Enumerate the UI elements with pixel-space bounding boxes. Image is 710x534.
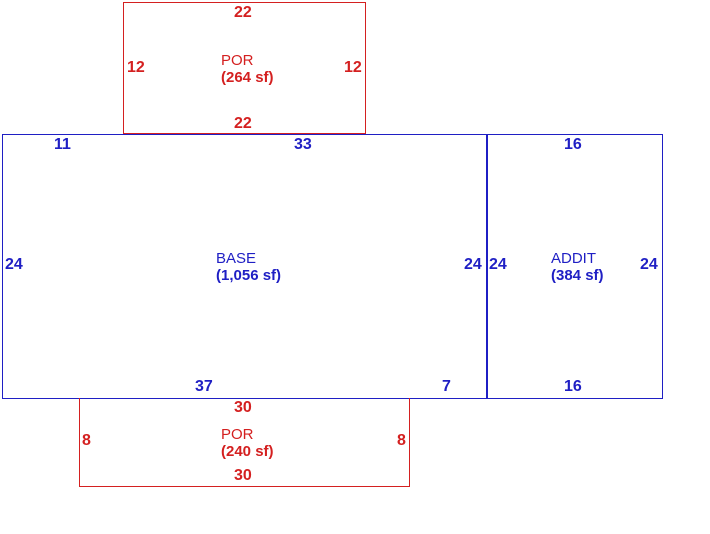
- base-dim-bottom-right: 7: [442, 378, 451, 395]
- porch-top-area: (264 sf): [221, 69, 274, 86]
- base-area: (1,056 sf): [216, 267, 282, 284]
- porch-bottom-dim-top: 30: [234, 399, 252, 416]
- base-dim-top-left: 11: [54, 136, 71, 153]
- addit-label: ADDIT (384 sf): [551, 250, 604, 284]
- porch-top-dim-left: 12: [127, 59, 145, 76]
- base-name: BASE: [216, 250, 257, 267]
- base-outline: [2, 134, 488, 399]
- base-dim-left: 24: [5, 256, 23, 273]
- addit-name: ADDIT: [551, 250, 596, 267]
- base-label: BASE (1,056 sf): [216, 250, 281, 284]
- porch-bottom-name: POR: [221, 426, 254, 443]
- base-dim-right: 24: [464, 256, 482, 273]
- addit-area: (384 sf): [551, 267, 604, 284]
- porch-top-name: POR: [221, 52, 254, 69]
- porch-bottom-dim-bottom: 30: [234, 467, 252, 484]
- addit-dim-bottom: 16: [564, 378, 582, 395]
- addit-dim-right: 24: [640, 256, 658, 273]
- porch-bottom-label: POR (240 sf): [221, 426, 274, 460]
- porch-bottom-outline: [79, 398, 410, 487]
- porch-top-dim-right: 12: [344, 59, 362, 76]
- porch-bottom-dim-left: 8: [82, 432, 91, 449]
- porch-top-label: POR (264 sf): [221, 52, 274, 86]
- base-dim-top: 33: [294, 136, 312, 153]
- addit-dim-top: 16: [564, 136, 582, 153]
- porch-top-dim-bottom: 22: [234, 115, 252, 132]
- porch-top-outline: [123, 2, 366, 134]
- addit-outline: [486, 134, 663, 399]
- porch-top-dim-top: 22: [234, 4, 252, 21]
- base-dim-bottom: 37: [195, 378, 213, 395]
- porch-bottom-dim-right: 8: [397, 432, 406, 449]
- addit-dim-left: 24: [489, 256, 507, 273]
- porch-bottom-area: (240 sf): [221, 443, 274, 460]
